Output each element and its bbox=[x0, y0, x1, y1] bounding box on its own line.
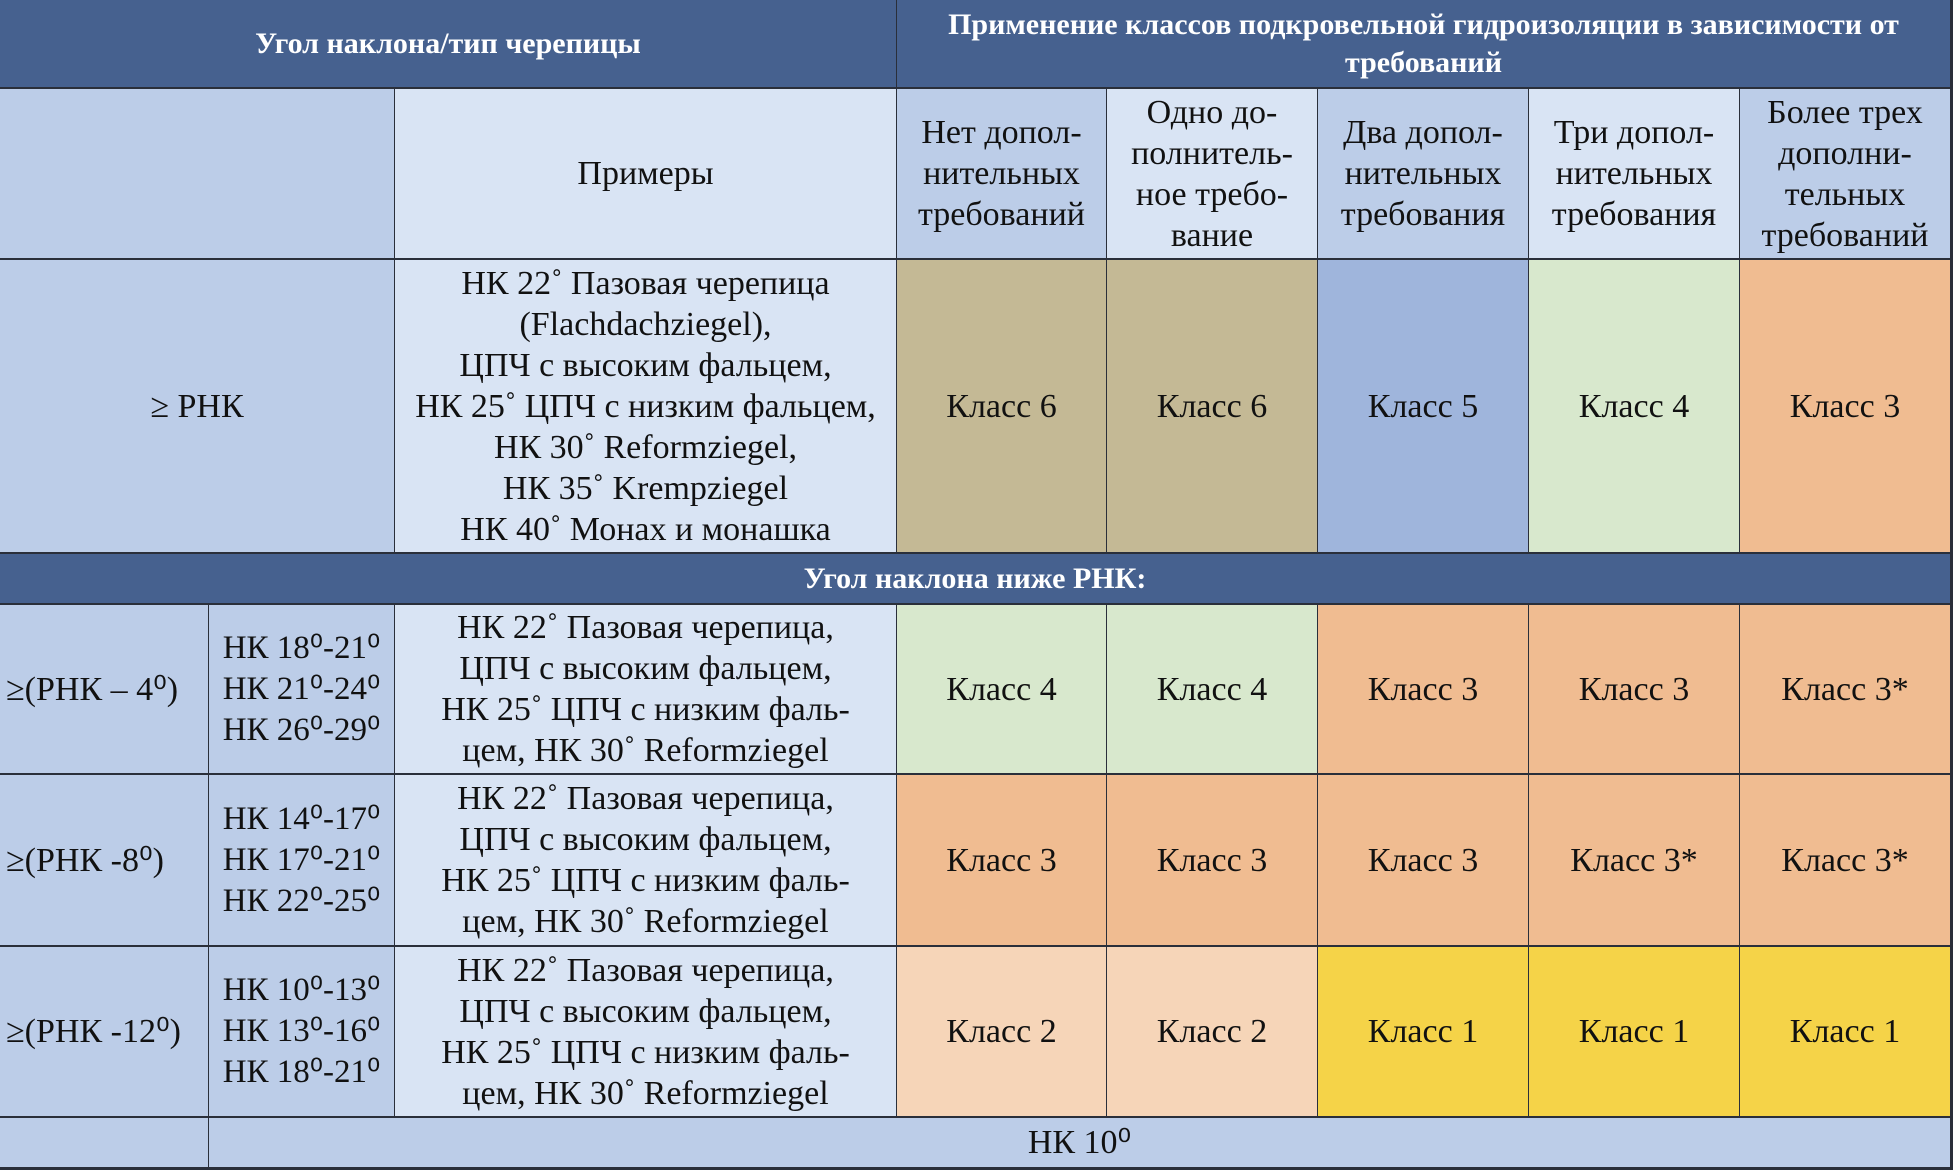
class-cell: Класс 3 bbox=[1318, 605, 1528, 773]
class-cell: Класс 3 bbox=[897, 775, 1106, 945]
class-cell: Класс 5 bbox=[1318, 260, 1528, 552]
class-cell: Класс 4 bbox=[897, 605, 1106, 773]
row-label: ≥(РНК – 4⁰) bbox=[0, 605, 208, 773]
class-cell: Класс 1 bbox=[1740, 947, 1950, 1116]
row-examples: НК 22˚ Пазовая черепица (Flachdachziegel… bbox=[395, 260, 896, 552]
class-cell: Класс 1 bbox=[1529, 947, 1739, 1116]
row-label: ≥ РНК bbox=[0, 260, 394, 552]
class-cell: Класс 3* bbox=[1740, 605, 1950, 773]
class-cell: Класс 4 bbox=[1529, 260, 1739, 552]
class-cell: Класс 2 bbox=[1107, 947, 1317, 1116]
class-cell: Класс 3 bbox=[1529, 605, 1739, 773]
subheader-examples: Примеры bbox=[395, 89, 896, 258]
row-label: ≥(РНК -12⁰) bbox=[0, 947, 208, 1116]
class-cell: Класс 4 bbox=[1107, 605, 1317, 773]
class-cell: Класс 3 bbox=[1740, 260, 1950, 552]
col-header-0: Нет допол- нительных требований bbox=[897, 89, 1106, 258]
col-header-1: Одно до- полнитель- ное требо- вание bbox=[1107, 89, 1317, 258]
row-examples: НК 22˚ Пазовая черепица, ЦПЧ с высоким ф… bbox=[395, 775, 896, 945]
row-examples: НК 22˚ Пазовая черепица, ЦПЧ с высоким ф… bbox=[395, 605, 896, 773]
class-cell: Класс 3 bbox=[1107, 775, 1317, 945]
class-cell: Класс 1 bbox=[1318, 947, 1528, 1116]
section-header: Угол наклона ниже РНК: bbox=[0, 554, 1950, 603]
col-header-4: Более трех дополни- тельных требований bbox=[1740, 89, 1950, 258]
row-ranges: НК 14⁰-17⁰ НК 17⁰-21⁰ НК 22⁰-25⁰ bbox=[209, 775, 394, 945]
class-cell: Класс 3* bbox=[1740, 775, 1950, 945]
class-cell: Класс 2 bbox=[897, 947, 1106, 1116]
col-header-3: Три допол- нительных требования bbox=[1529, 89, 1739, 258]
class-cell: Класс 3* bbox=[1529, 775, 1739, 945]
footer-empty bbox=[0, 1118, 208, 1167]
class-cell: Класс 6 bbox=[1107, 260, 1317, 552]
header-slope-type: Угол наклона/тип черепицы bbox=[0, 0, 896, 87]
class-cell: Класс 3 bbox=[1318, 775, 1528, 945]
col-header-2: Два допол- нительных требования bbox=[1318, 89, 1528, 258]
row-ranges: НК 18⁰-21⁰ НК 21⁰-24⁰ НК 26⁰-29⁰ bbox=[209, 605, 394, 773]
row-label: ≥(РНК -8⁰) bbox=[0, 775, 208, 945]
row-examples: НК 22˚ Пазовая черепица, ЦПЧ с высоким ф… bbox=[395, 947, 896, 1116]
class-cell: Класс 6 bbox=[897, 260, 1106, 552]
row-ranges: НК 10⁰-13⁰ НК 13⁰-16⁰ НК 18⁰-21⁰ bbox=[209, 947, 394, 1116]
footer-min-slope: НК 10⁰ bbox=[209, 1118, 1950, 1167]
header-classes: Применение классов подкровельной гидроиз… bbox=[897, 0, 1950, 87]
subheader-empty bbox=[0, 89, 394, 258]
